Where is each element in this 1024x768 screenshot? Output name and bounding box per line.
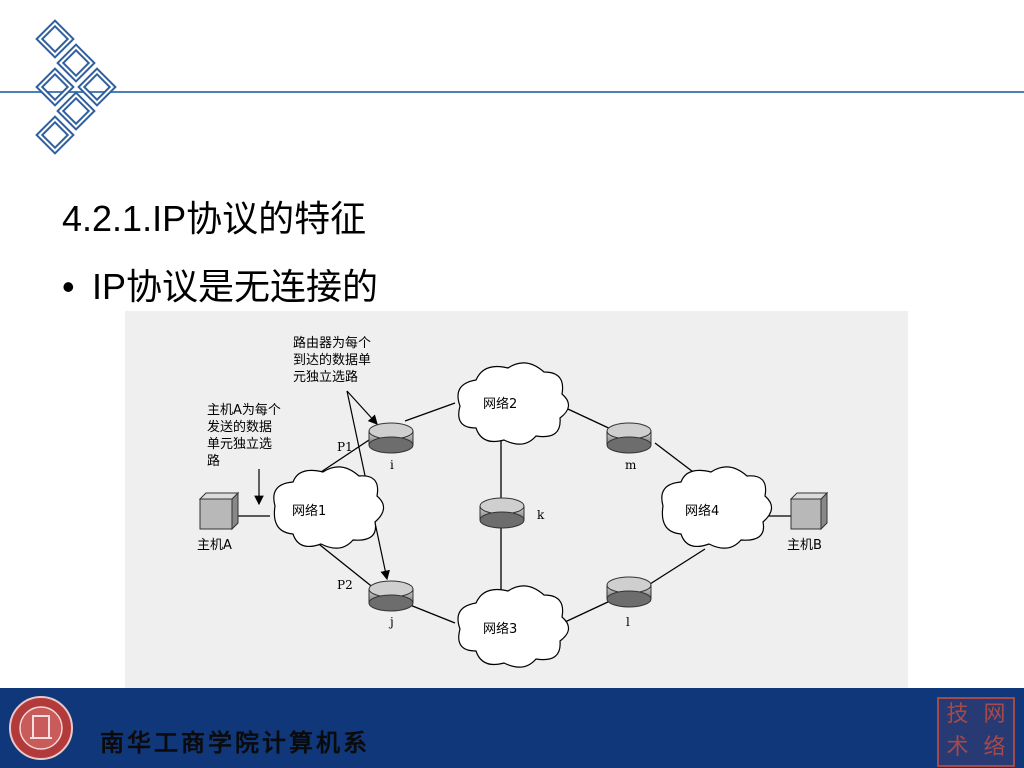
school-name: 南华工商学院计算机系 — [100, 728, 370, 757]
cloud-network1 — [273, 466, 385, 549]
host-a-icon — [198, 491, 240, 531]
slide-title: 4.2.1.IP协议的特征 — [62, 198, 367, 239]
host-b-icon — [789, 491, 829, 531]
host-a-annotation-line: 主机A为每个 — [207, 403, 281, 418]
header-rule — [0, 91, 1024, 93]
router-k-label: k — [537, 508, 545, 522]
router-m-icon — [606, 422, 652, 454]
host-b-label: 主机B — [787, 538, 822, 553]
router-k-icon — [479, 497, 525, 529]
router-shapes — [368, 422, 652, 612]
stamp-char: 络 — [983, 735, 1006, 760]
router-annotation: 路由器为每个 到达的数据单 元独立选路 — [293, 335, 371, 386]
network3-label: 网络3 — [483, 622, 518, 637]
router-l-icon — [606, 576, 652, 608]
router-j-label: j — [390, 615, 394, 629]
network1-label: 网络1 — [292, 504, 327, 519]
router-annotation-line: 到达的数据单 — [293, 353, 372, 368]
cloud-network4 — [661, 466, 773, 549]
host-a-label: 主机A — [197, 538, 232, 553]
host-a-annotation-line: 发送的数据 — [207, 420, 273, 435]
stamp-char: 网 — [983, 702, 1006, 727]
router-i-icon — [368, 422, 414, 454]
diamond-logo-icon — [35, 19, 117, 155]
router-annotation-line: 元独立选路 — [293, 370, 359, 385]
path-p1-label: P1 — [337, 440, 353, 454]
host-a-annotation-line: 路 — [207, 454, 221, 469]
router-m-label: m — [625, 458, 637, 472]
school-seal-icon — [9, 696, 73, 760]
stamp-char: 术 — [946, 735, 969, 760]
host-a-annotation: 主机A为每个 发送的数据 单元独立选 路 — [207, 402, 281, 470]
bullet-item: • IP协议是无连接的 — [62, 258, 378, 310]
stamp-char: 技 — [946, 702, 969, 727]
cloud-network2 — [457, 362, 570, 445]
network4-label: 网络4 — [685, 504, 720, 519]
bullet-dot-icon: • — [62, 266, 75, 307]
router-j-icon — [368, 580, 414, 612]
network-diagram: 路由器为每个 到达的数据单 元独立选路 主机A为每个 发送的数据 单元独立选 路… — [125, 311, 908, 689]
router-l-label: l — [626, 615, 630, 629]
router-annotation-line: 路由器为每个 — [293, 336, 372, 351]
path-p2-label: P2 — [337, 578, 353, 592]
stamp-logo: 技 网 术 络 — [937, 697, 1015, 767]
router-i-label: i — [390, 458, 394, 472]
host-a-annotation-line: 单元独立选 — [207, 437, 273, 452]
footer-band — [0, 688, 1024, 768]
diagram-graphics — [198, 362, 829, 668]
cloud-network3 — [457, 585, 570, 668]
bullet-text: IP协议是无连接的 — [92, 266, 379, 307]
network2-label: 网络2 — [483, 397, 518, 412]
